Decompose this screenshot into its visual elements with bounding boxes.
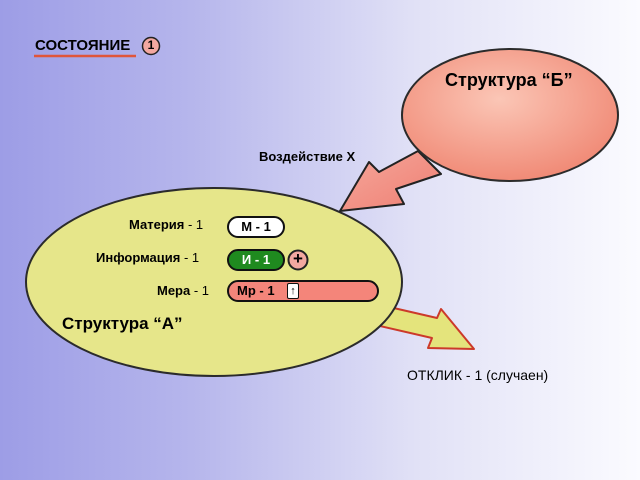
plus-icon: + (293, 249, 303, 268)
plus-marker-circle (287, 249, 309, 271)
state-title: СОСТОЯНИЕ (35, 37, 131, 54)
row-label-information: Информация - 1 (96, 250, 199, 265)
impact-label: Воздействие Х (259, 149, 356, 164)
structure-b-label: Структура “Б” (445, 70, 573, 90)
state-number-circle (141, 36, 161, 56)
row-name: Материя (129, 217, 185, 232)
badge-label: И - 1 (241, 252, 271, 267)
impact-arrow (339, 150, 442, 212)
row-level: - 1 (193, 283, 210, 298)
row-level: - 1 (187, 217, 204, 232)
structure-a-ellipse (25, 187, 403, 377)
row-label-measure: Мера - 1 (157, 283, 209, 298)
badge-measure: Мр - 1 ↑ (227, 280, 379, 302)
response-label: ОТКЛИК - 1 (случаен) (407, 367, 549, 383)
row-name: Мера (157, 283, 191, 298)
badge-label: М - 1 (241, 219, 271, 234)
badge-matter: М - 1 (227, 216, 285, 238)
structure-a-label: Структура “А” (62, 314, 183, 333)
row-name: Информация (96, 250, 181, 265)
arrow-up-icon: ↑ (287, 283, 299, 299)
row-label-matter: Материя - 1 (129, 217, 203, 232)
badge-information: И - 1 (227, 249, 285, 271)
structure-b-ellipse (401, 48, 619, 182)
badge-label: Мр - 1 (237, 283, 275, 298)
row-level: - 1 (183, 250, 200, 265)
response-arrow (379, 305, 475, 350)
state-number: 1 (147, 38, 155, 52)
